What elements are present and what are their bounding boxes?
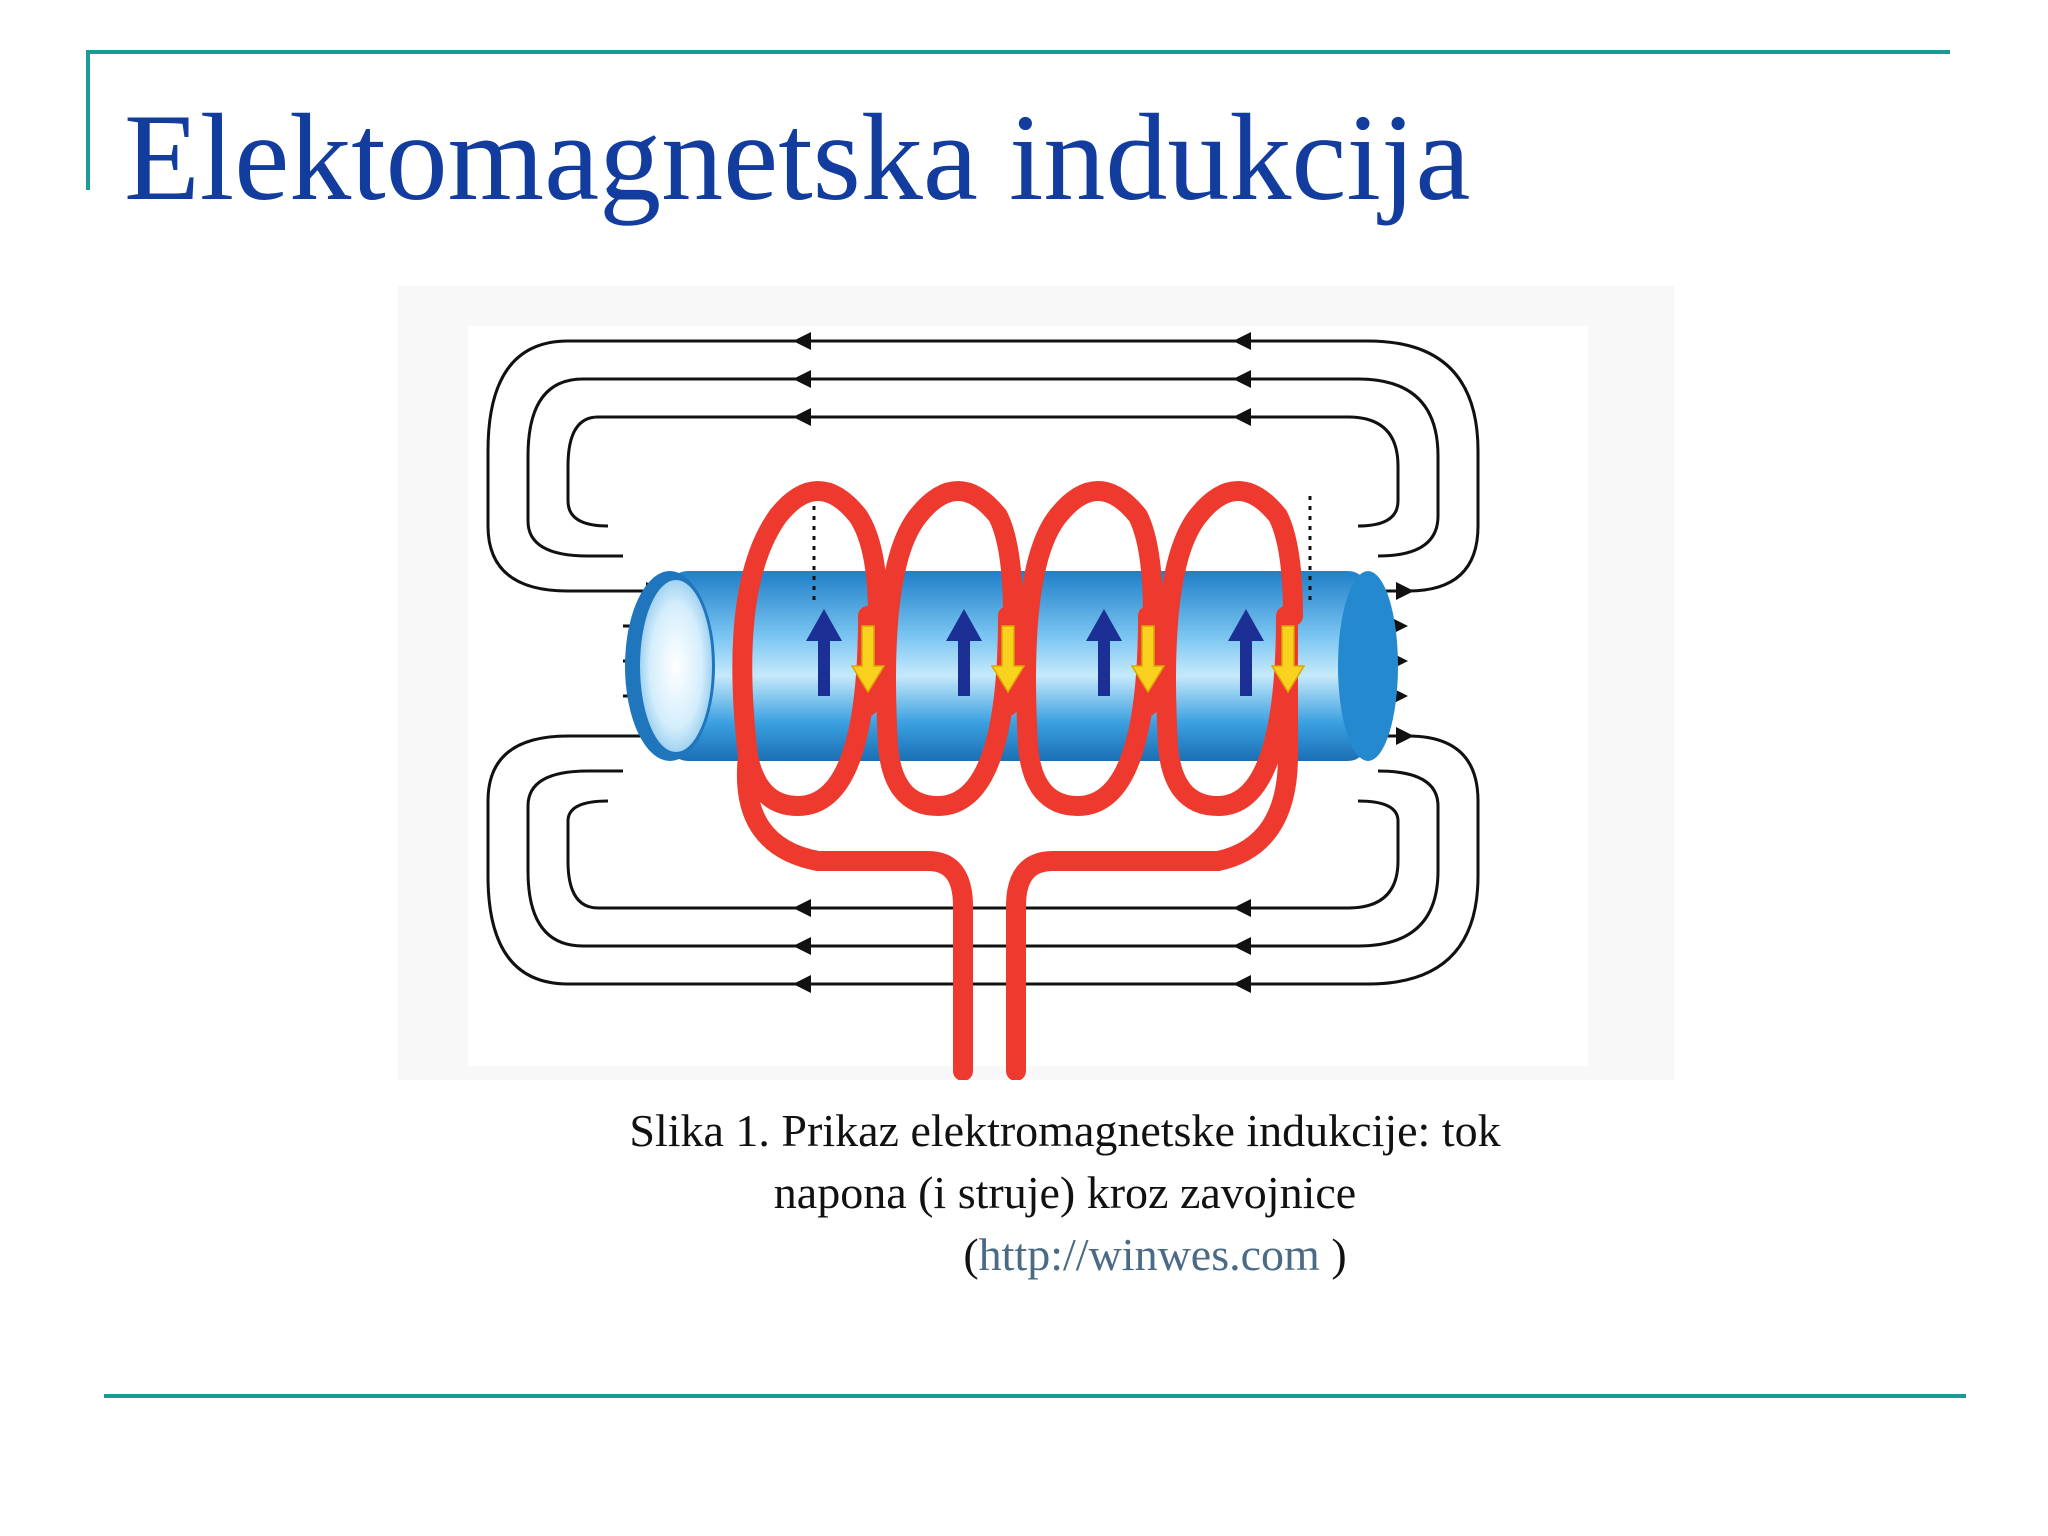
slide-frame-top: [86, 50, 1950, 54]
field-direction-arrows-icon: [806, 609, 1264, 696]
caption-paren-open: (: [963, 1229, 979, 1280]
caption-line-3: (http://winwes.com ): [400, 1224, 1730, 1286]
source-link[interactable]: http://winwes.com: [978, 1229, 1320, 1280]
coil-wire-icon: [732, 481, 1303, 1080]
caption-line-2: napona (i struje) kroz zavojnice: [773, 1167, 1357, 1218]
current-arrows-icon: [850, 625, 1306, 694]
slide-title: Elektomagnetska indukcija: [124, 89, 1471, 226]
slide-bottom-line: [104, 1394, 1966, 1398]
caption-line-1: Slika 1. Prikaz elektromagnetske indukci…: [629, 1105, 1501, 1156]
figure-caption: Slika 1. Prikaz elektromagnetske indukci…: [400, 1100, 1730, 1286]
solenoid-diagram-icon: [468, 326, 1588, 1080]
caption-paren-close: ): [1319, 1229, 1347, 1280]
solenoid-figure: [398, 286, 1674, 1080]
slide-frame-left: [86, 50, 90, 190]
dotted-guides: [812, 496, 1312, 606]
